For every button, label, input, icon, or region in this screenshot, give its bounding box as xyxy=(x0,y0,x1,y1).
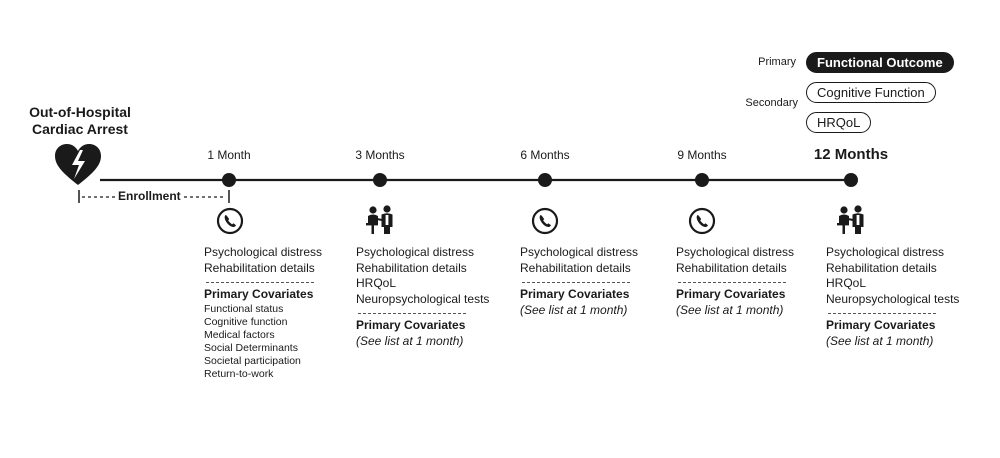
in-person-visit-icon xyxy=(363,203,397,237)
dashed-divider xyxy=(206,282,314,283)
timeline-dot-1-month xyxy=(222,173,236,187)
broken-heart-icon xyxy=(54,143,102,192)
assessment-item: Neuropsychological tests xyxy=(356,291,490,306)
dashed-divider xyxy=(522,282,630,283)
assessment-item: Rehabilitation details xyxy=(204,260,315,275)
timepoint-block-1-month: Psychological distress Rehabilitation de… xyxy=(204,245,322,381)
covariates-note: (See list at 1 month) xyxy=(676,302,784,317)
covariates-header: Primary Covariates xyxy=(204,287,314,301)
assessment-item: Psychological distress xyxy=(204,245,323,259)
assessment-item: Rehabilitation details xyxy=(356,260,467,275)
timeline-dot-3-months xyxy=(373,173,387,187)
timepoint-block-12-months: Psychological distress Rehabilitation de… xyxy=(826,245,959,349)
covariate-item: Return-to-work xyxy=(204,367,274,380)
timepoint-block-6-months: Psychological distress Rehabilitation de… xyxy=(520,245,638,318)
timeline-dot-6-months xyxy=(538,173,552,187)
timepoint-label-1-month: 1 Month xyxy=(207,148,251,162)
phone-icon xyxy=(688,207,716,235)
covariates-header: Primary Covariates xyxy=(356,318,466,332)
timepoint-label-9-months: 9 Months xyxy=(677,148,727,162)
origin-label: Out-of-Hospital Cardiac Arrest xyxy=(29,104,131,137)
phone-icon xyxy=(531,207,559,235)
assessment-item: Psychological distress xyxy=(826,245,945,259)
assessment-item: HRQoL xyxy=(826,276,867,290)
assessment-item: Psychological distress xyxy=(520,245,639,259)
timepoint-block-3-months: Psychological distress Rehabilitation de… xyxy=(356,245,489,349)
timepoint-block-9-months: Psychological distress Rehabilitation de… xyxy=(676,245,794,318)
timeline-dot-9-months xyxy=(695,173,709,187)
covariates-note: (See list at 1 month) xyxy=(356,333,464,348)
assessment-item: Rehabilitation details xyxy=(520,260,631,275)
covariates-note: (See list at 1 month) xyxy=(520,302,628,317)
assessment-item: Rehabilitation details xyxy=(676,260,787,275)
secondary-role-label: Secondary xyxy=(745,97,798,109)
timeline-dot-12-months xyxy=(844,173,858,187)
assessment-item: Psychological distress xyxy=(676,245,795,259)
covariate-item: Functional status xyxy=(204,302,284,315)
covariates-header: Primary Covariates xyxy=(676,287,786,301)
in-person-visit-icon xyxy=(834,203,868,237)
covariate-item: Societal participation xyxy=(204,354,301,367)
assessment-item: Rehabilitation details xyxy=(826,260,937,275)
covariates-header: Primary Covariates xyxy=(520,287,630,301)
covariates-header: Primary Covariates xyxy=(826,318,936,332)
timepoint-label-6-months: 6 Months xyxy=(520,148,570,162)
covariate-item: Medical factors xyxy=(204,328,275,341)
dashed-divider xyxy=(358,313,466,314)
outcome-pill-primary: Functional Outcome xyxy=(806,52,954,73)
covariates-note: (See list at 1 month) xyxy=(826,333,934,348)
timepoint-label-12-months: 12 Months xyxy=(813,146,889,163)
outcome-pill-secondary: HRQoL xyxy=(806,112,872,133)
outcome-pill-secondary: Cognitive Function xyxy=(806,82,936,103)
covariate-item: Cognitive function xyxy=(204,315,288,328)
assessment-item: Neuropsychological tests xyxy=(826,291,960,306)
timepoint-label-3-months: 3 Months xyxy=(355,148,405,162)
assessment-item: HRQoL xyxy=(356,276,397,290)
dashed-divider xyxy=(678,282,786,283)
phone-icon xyxy=(216,207,244,235)
dashed-divider xyxy=(828,313,936,314)
assessment-item: Psychological distress xyxy=(356,245,475,259)
enrollment-label: Enrollment xyxy=(115,189,184,203)
covariate-item: Social Determinants xyxy=(204,341,298,354)
primary-role-label: Primary xyxy=(758,56,796,68)
